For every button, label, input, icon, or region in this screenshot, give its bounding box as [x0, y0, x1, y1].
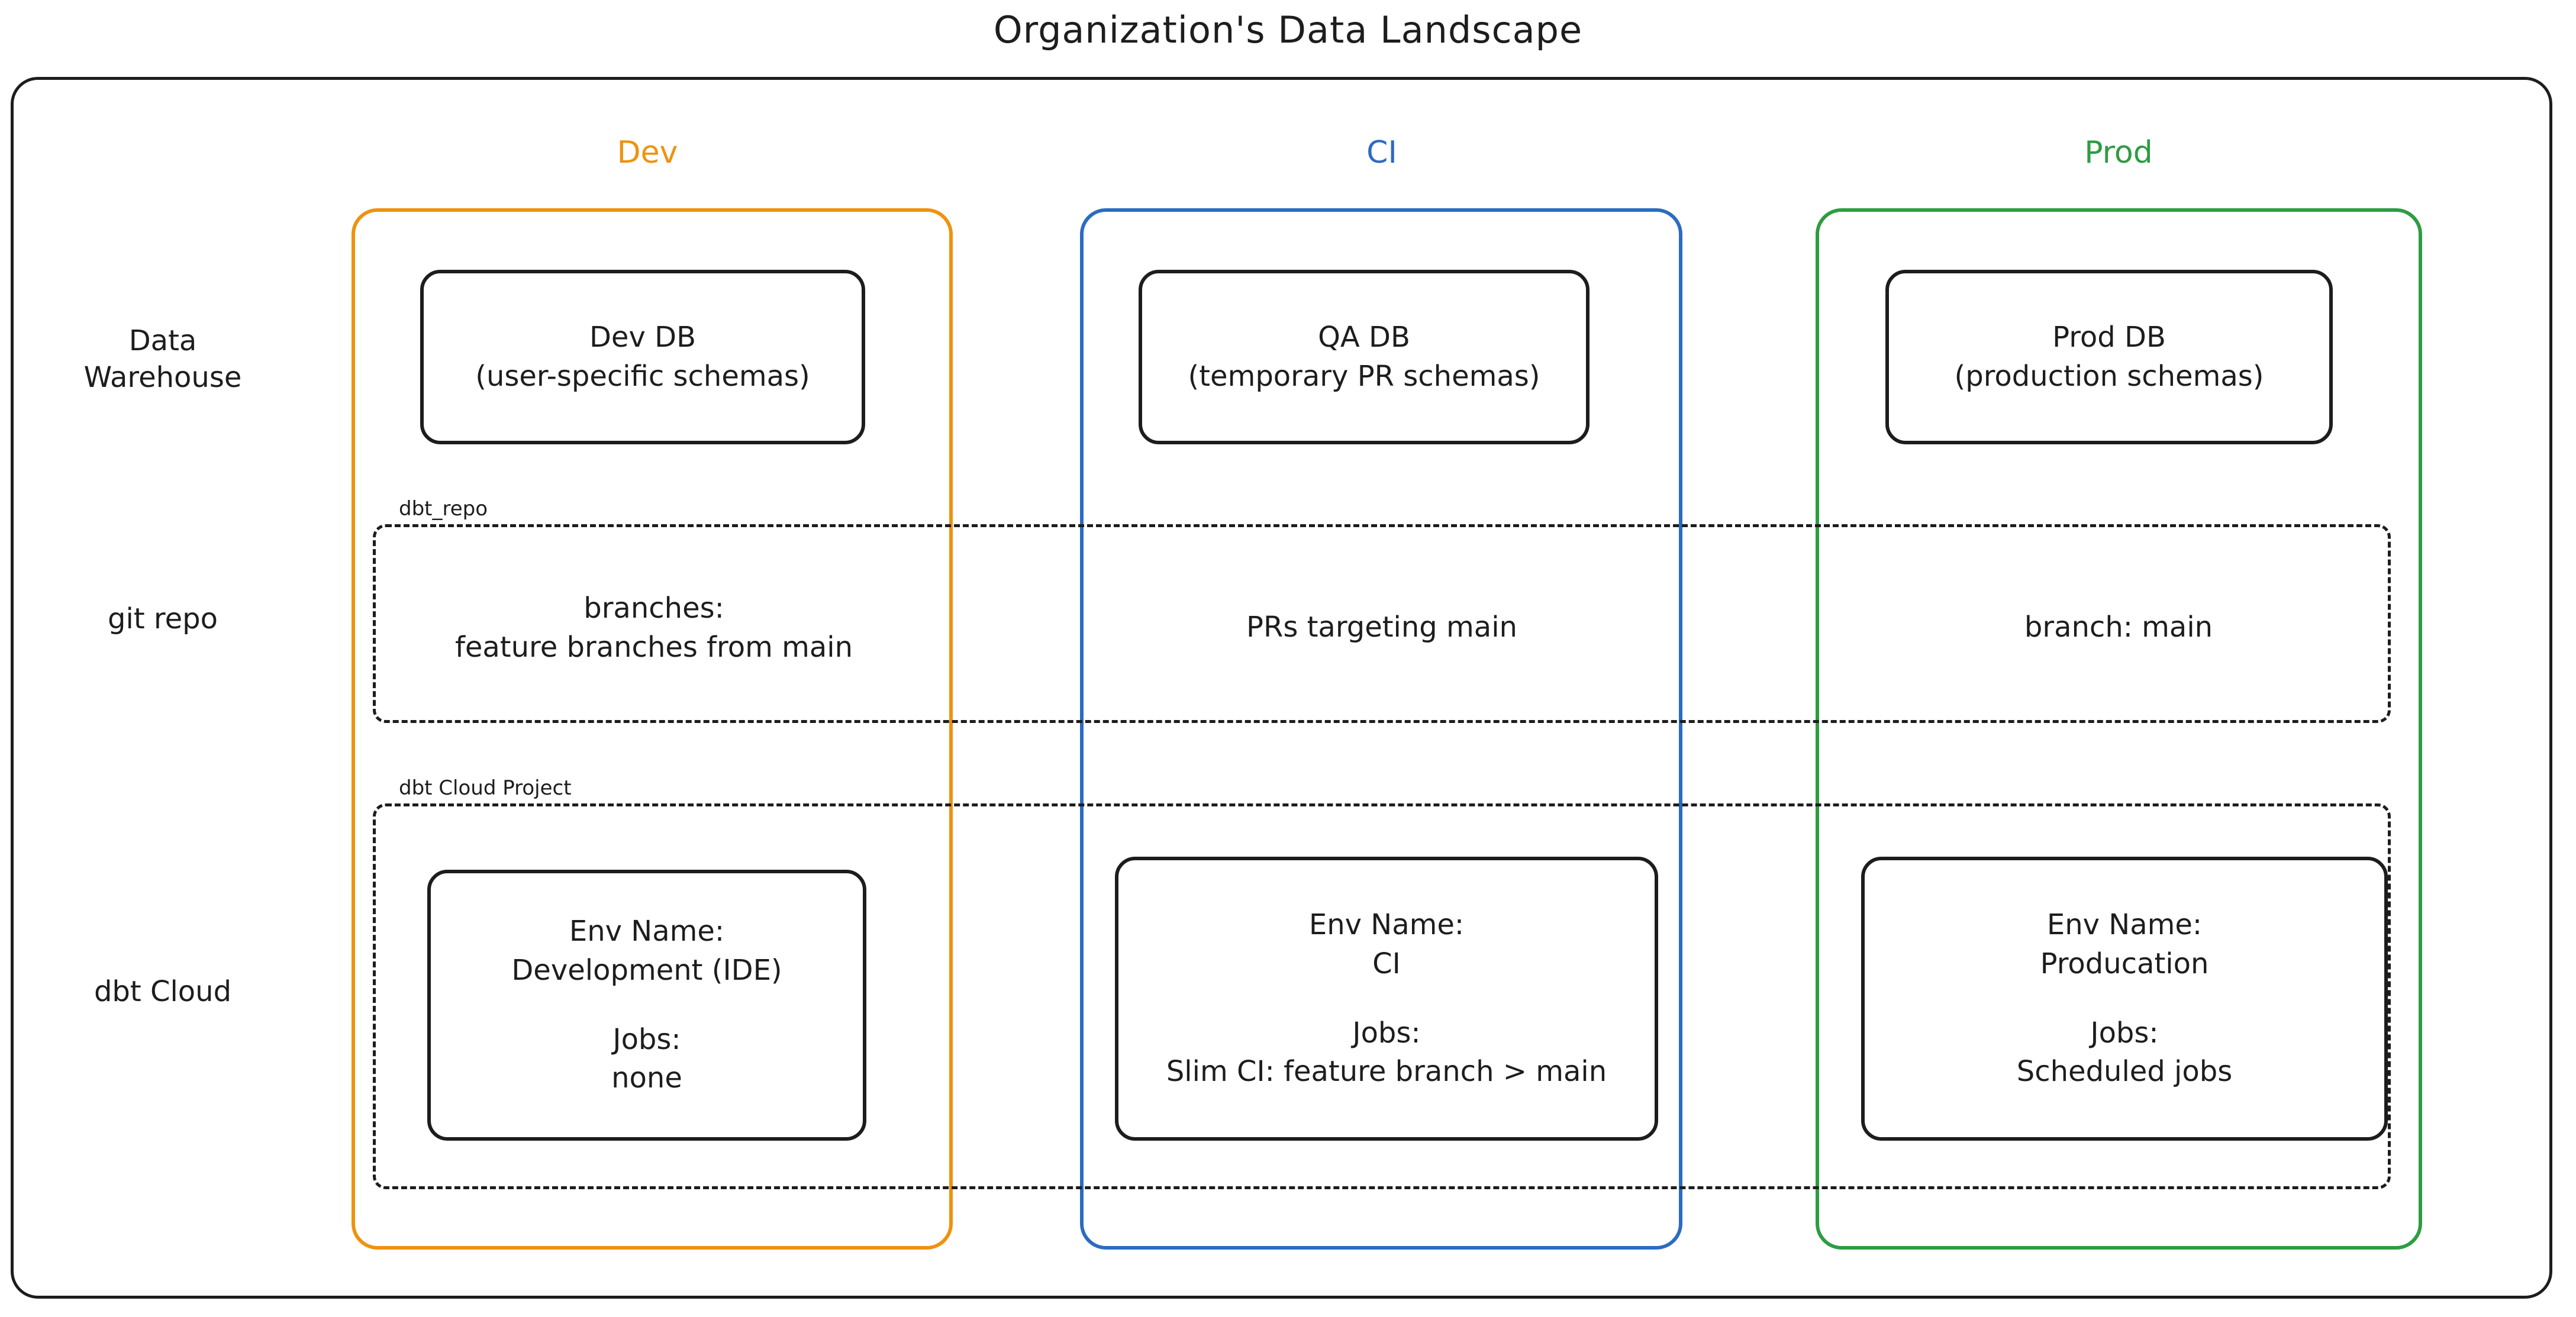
column-header-dev: Dev	[617, 135, 678, 170]
dbt-cloud-dev-jobs: Jobs: none	[611, 1023, 682, 1095]
dbt-cloud-prod-jobs: Jobs: Scheduled jobs	[2016, 1016, 2233, 1089]
git-branches-prod: branch: main	[2024, 611, 2213, 644]
group-label-dbt-repo: dbt_repo	[394, 497, 493, 521]
dbt-cloud-ci-jobs: Jobs: Slim CI: feature branch > main	[1166, 1016, 1607, 1089]
row-label-data-warehouse: Data Warehouse	[83, 324, 242, 395]
node-dev-db: Dev DB (user-specific schemas)	[420, 270, 865, 444]
node-dbt-cloud-dev: Env Name: Development (IDE) Jobs: none	[427, 870, 866, 1141]
dbt-cloud-ci-env-name: Env Name: CI	[1308, 908, 1465, 980]
group-dbt-repo	[373, 524, 2391, 723]
environment-column-ci	[1080, 208, 1682, 1250]
column-header-ci: CI	[1366, 135, 1397, 170]
git-branches-ci: PRs targeting main	[1246, 611, 1517, 644]
node-dbt-cloud-prod: Env Name: Producation Jobs: Scheduled jo…	[1861, 857, 2388, 1141]
row-label-dbt-cloud: dbt Cloud	[94, 975, 232, 1008]
group-dbt-cloud-project	[373, 803, 2391, 1189]
diagram-outer-frame	[11, 77, 2552, 1299]
node-dbt-cloud-ci: Env Name: CI Jobs: Slim CI: feature bran…	[1115, 857, 1658, 1141]
column-header-prod: Prod	[2084, 135, 2153, 170]
node-qa-db: QA DB (temporary PR schemas)	[1139, 270, 1590, 444]
environment-column-prod	[1816, 208, 2422, 1250]
group-label-dbt-cloud-project: dbt Cloud Project	[394, 776, 576, 800]
page-title: Organization's Data Landscape	[993, 8, 1583, 51]
environment-column-dev	[352, 208, 953, 1250]
row-label-git-repo: git repo	[108, 602, 218, 635]
dbt-cloud-dev-env-name: Env Name: Development (IDE)	[511, 915, 782, 987]
node-prod-db: Prod DB (production schemas)	[1885, 270, 2333, 444]
dbt-cloud-prod-env-name: Env Name: Producation	[2040, 908, 2209, 980]
git-branches-dev: branches: feature branches from main	[454, 592, 853, 664]
